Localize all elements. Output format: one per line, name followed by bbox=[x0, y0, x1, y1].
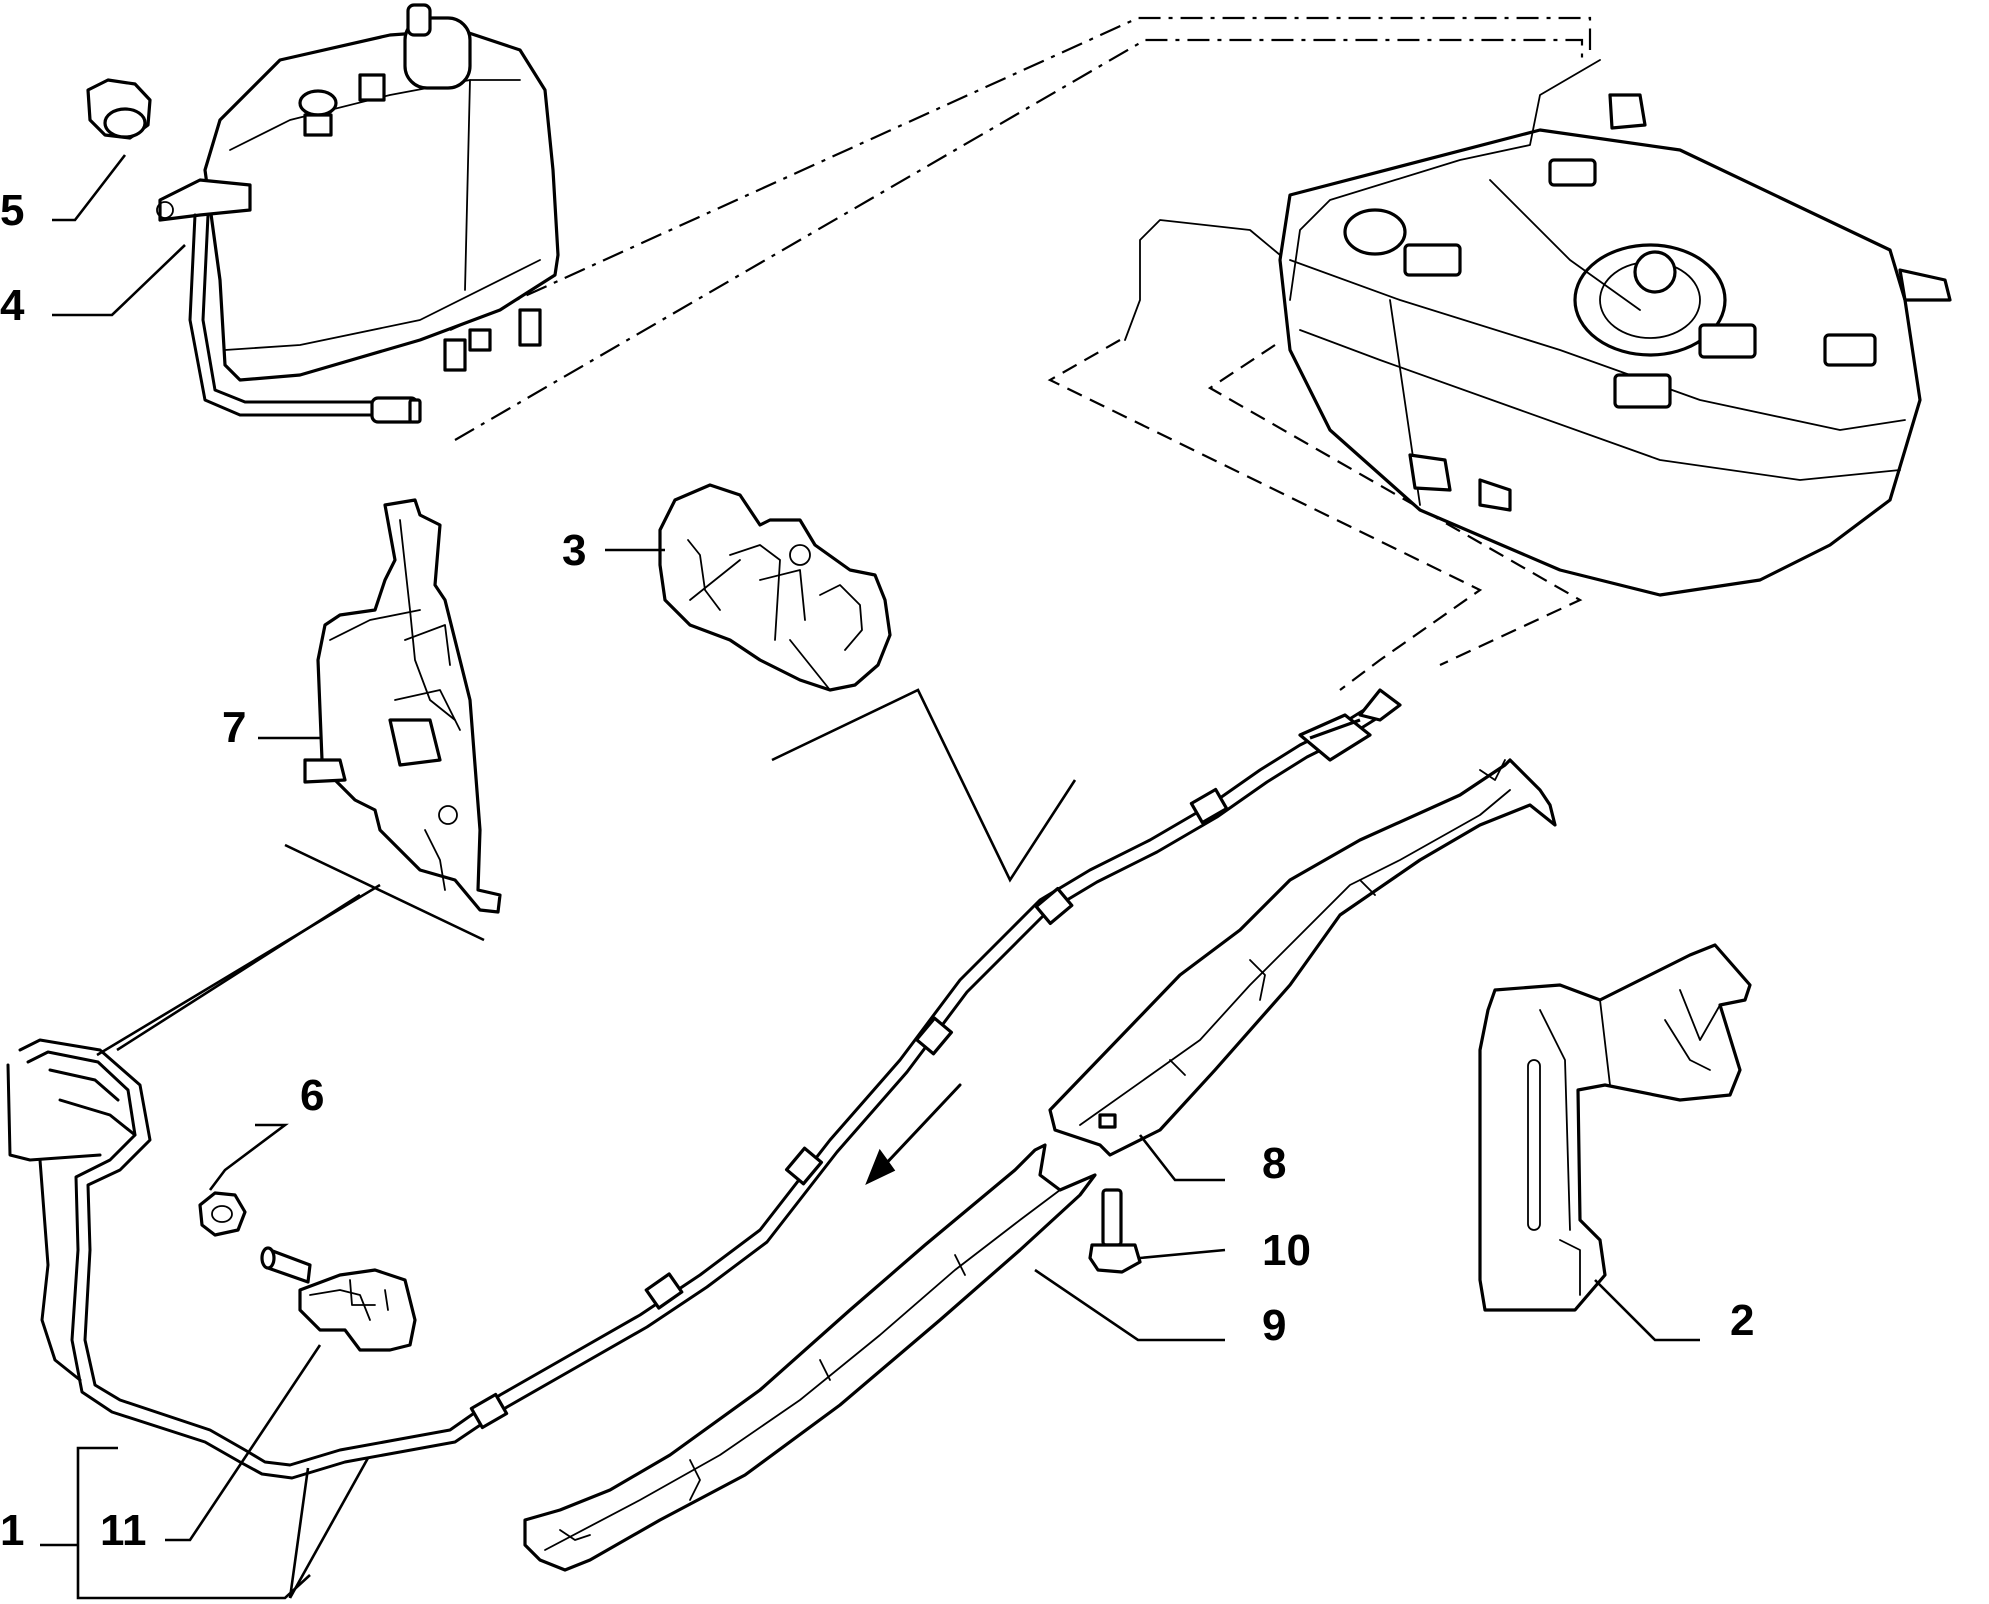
callout-2: 2 bbox=[1730, 1296, 1754, 1345]
guard-part-9 bbox=[523, 1143, 1097, 1572]
pipe-clip-part-3 bbox=[658, 483, 892, 692]
valve-part-11 bbox=[260, 1246, 417, 1352]
guard-part-8 bbox=[1048, 758, 1557, 1157]
callout-3: 3 bbox=[562, 526, 586, 575]
callout-1: 1 bbox=[0, 1506, 24, 1555]
clip-part-6 bbox=[198, 1191, 247, 1237]
callout-5: 5 bbox=[0, 186, 24, 235]
bolt-part-10 bbox=[1088, 1188, 1142, 1274]
callout-11: 11 bbox=[100, 1506, 147, 1555]
line-clips bbox=[469, 787, 1229, 1430]
callout-6: 6 bbox=[300, 1071, 324, 1120]
callout-8: 8 bbox=[1262, 1139, 1286, 1188]
callout-7: 7 bbox=[222, 703, 246, 752]
mounting-bracket-part-7 bbox=[303, 498, 502, 914]
connection-lines bbox=[449, 16, 1592, 691]
nut-part-5 bbox=[86, 78, 152, 140]
evaporative-canister bbox=[156, 3, 560, 382]
fuel-lines bbox=[6, 688, 1402, 1480]
leader-lines bbox=[40, 154, 1700, 1600]
callout-labels: 5 4 7 3 6 8 10 9 2 11 1 bbox=[0, 186, 1754, 1555]
callout-9: 9 bbox=[1262, 1301, 1286, 1350]
callout-10: 10 bbox=[1262, 1226, 1311, 1275]
fuel-tank bbox=[1124, 59, 1952, 597]
direction-arrow bbox=[865, 1083, 962, 1186]
bracket-part-2 bbox=[1478, 943, 1752, 1312]
canister-hose bbox=[188, 213, 422, 424]
callout-4: 4 bbox=[0, 281, 25, 330]
